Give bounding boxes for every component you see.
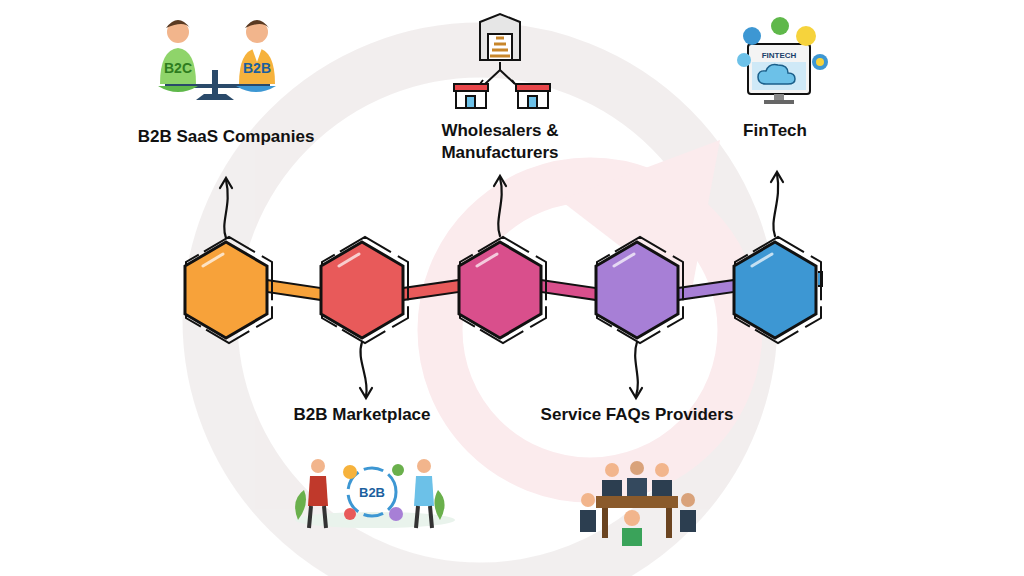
icon-label: B2B — [243, 60, 271, 76]
hexagon-shape — [457, 240, 543, 340]
connector-bar — [541, 280, 596, 300]
connector-bar — [678, 280, 734, 300]
node-label: Wholesalers & Manufacturers — [400, 120, 600, 164]
meeting-illustration — [580, 461, 696, 546]
connector-bar — [403, 280, 459, 300]
hexagon-node: Wholesalers & Manufacturers — [457, 240, 543, 340]
node-label: Service FAQs Providers — [541, 404, 734, 426]
hexagon-node: FinTech — [732, 240, 818, 340]
hexagon-node: B2B SaaS Companies — [183, 240, 269, 340]
hexagon-node: B2B Marketplace — [319, 240, 405, 340]
scale-icon — [158, 20, 276, 100]
leader-arrows — [220, 172, 783, 398]
warehouse-icon — [454, 14, 550, 108]
hexagon-node: Service FAQs Providers — [594, 240, 680, 340]
icon-label: FINTECH — [762, 51, 797, 60]
icon-label: B2B — [359, 485, 385, 500]
hexagon-shape — [183, 240, 269, 340]
node-label: FinTech — [743, 120, 807, 142]
fintech-icon — [737, 17, 828, 104]
marketplace-illustration — [295, 459, 455, 528]
icon-label: B2C — [164, 60, 192, 76]
node-label: B2B Marketplace — [293, 404, 430, 426]
hexagon-shape — [732, 240, 818, 340]
hexagon-shape — [594, 240, 680, 340]
hexagon-shape — [319, 240, 405, 340]
node-label: B2B SaaS Companies — [138, 126, 315, 148]
connector-bar — [267, 280, 321, 300]
